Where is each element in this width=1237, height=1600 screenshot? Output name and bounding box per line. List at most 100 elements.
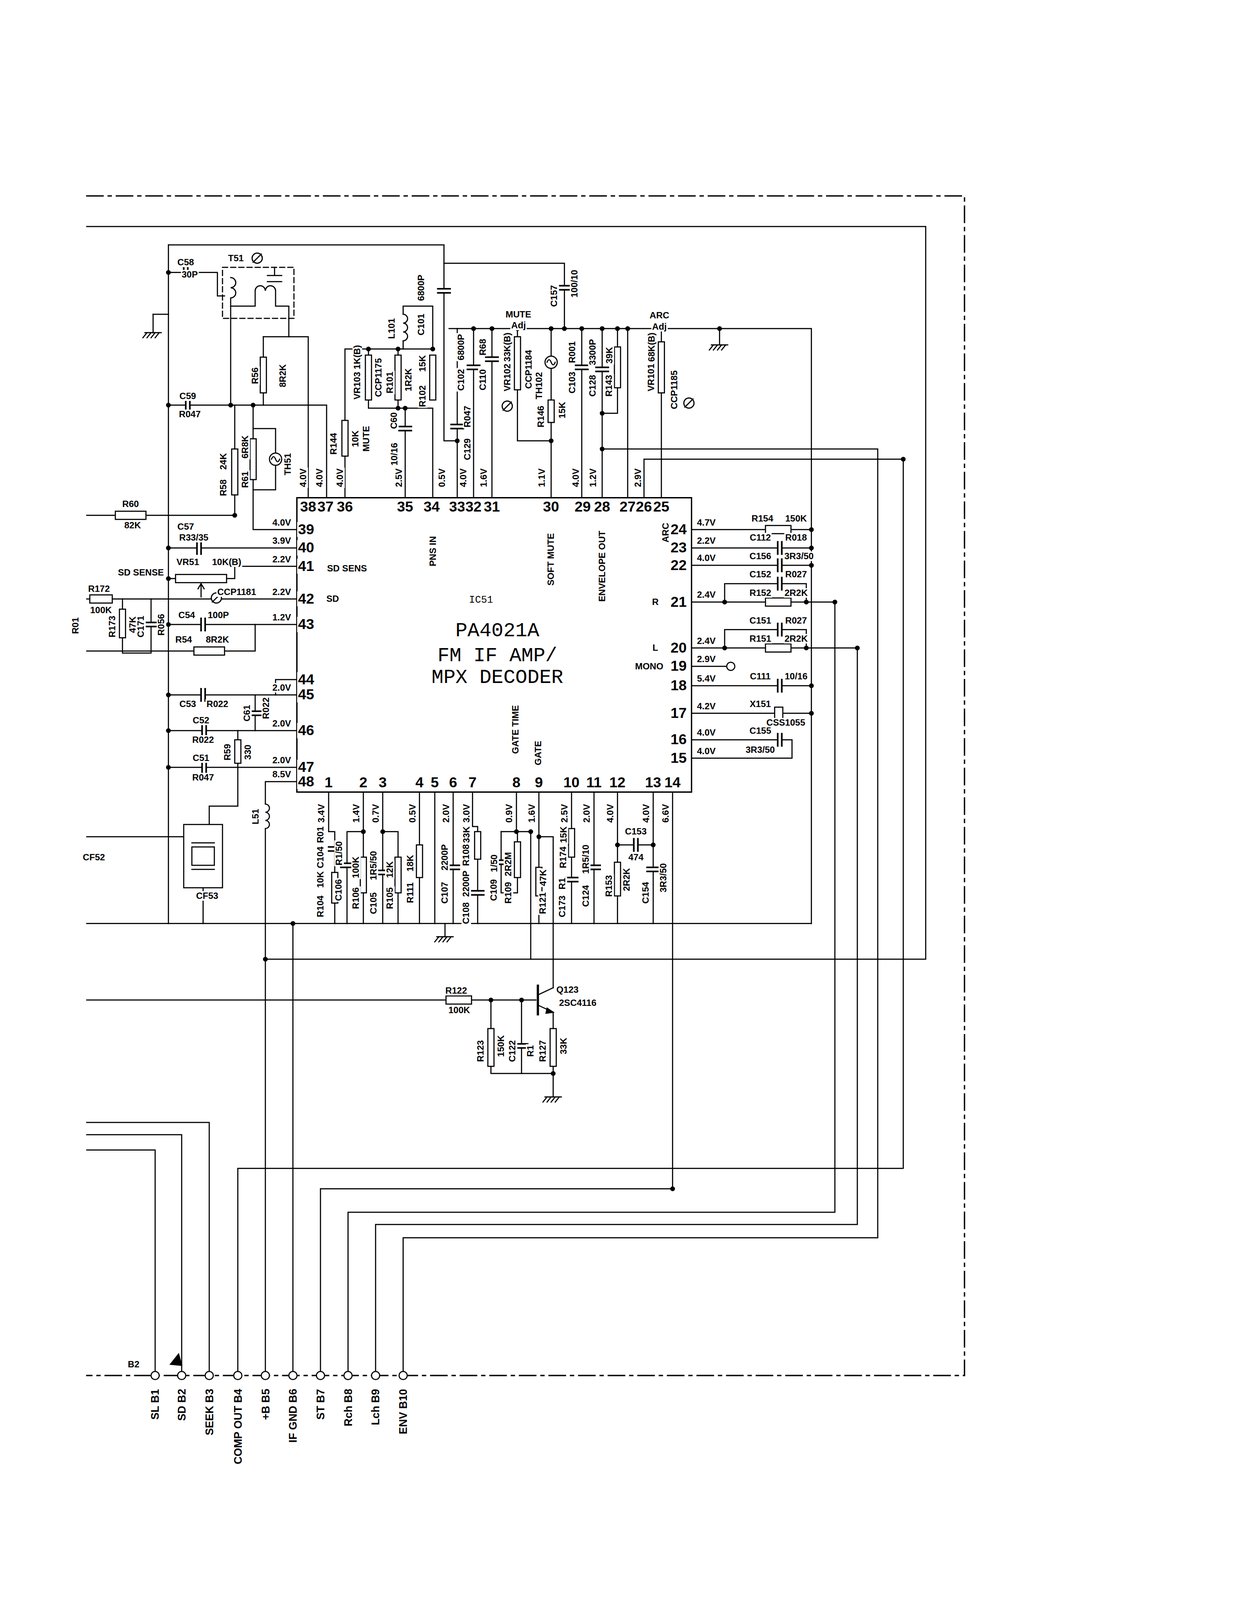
resistor-symbol <box>765 598 792 607</box>
part-label: SOFT MUTE <box>546 532 556 587</box>
wire <box>692 547 812 549</box>
resistor-symbol <box>429 355 436 401</box>
junction-dot <box>549 326 553 331</box>
part-label: 8R2K <box>205 635 230 645</box>
part-label: ENVELOPE OUT <box>597 529 607 603</box>
part-label: C122 <box>507 1039 518 1064</box>
part-label: 4.0V <box>696 553 717 563</box>
part-label: 15K <box>557 400 568 420</box>
part-label: 100P <box>206 610 230 621</box>
part-label: 2.0V <box>441 803 451 824</box>
junction-dot <box>809 546 814 550</box>
adjuster-symbol <box>684 398 695 409</box>
wire <box>375 648 858 1372</box>
junction-dot <box>166 546 171 550</box>
wire <box>627 328 629 498</box>
part-label: 1R5/10 <box>581 843 591 876</box>
pin-number: 34 <box>422 499 441 515</box>
part-label: 10K(B) <box>211 557 243 568</box>
part-label: R144 <box>328 432 339 456</box>
capacitor-gap <box>200 617 206 632</box>
wire <box>168 624 296 626</box>
wire <box>237 459 904 1373</box>
part-label: 2.0V <box>271 718 293 729</box>
pin-number: 19 <box>669 658 688 675</box>
part-label: R173 <box>107 615 118 639</box>
pin-number: 3 <box>377 775 388 791</box>
part-label: 6R8K <box>240 434 250 460</box>
capacitor-symbol <box>399 426 412 431</box>
part-label: C124 <box>581 884 591 909</box>
junction-dot <box>361 830 366 834</box>
resistor-symbol <box>547 400 555 423</box>
part-label: R047 <box>178 409 202 420</box>
junction-dot <box>809 528 814 532</box>
junction-dot <box>228 403 233 407</box>
part-label: 1.6V <box>479 467 489 488</box>
resistor-symbol <box>514 337 521 391</box>
wire <box>168 547 296 549</box>
connector-pin <box>371 1371 380 1380</box>
wire <box>86 514 235 516</box>
connector-label: Rch B8 <box>342 1388 354 1428</box>
wire <box>253 405 297 530</box>
part-label: C53 <box>178 699 198 709</box>
resistor-symbol <box>249 439 257 480</box>
connector-pin <box>261 1371 270 1380</box>
wire <box>449 328 812 925</box>
part-label: VR101 <box>646 362 656 393</box>
part-label: R027 <box>784 569 808 580</box>
wire <box>452 792 454 924</box>
part-label: GATE TIME <box>510 704 521 755</box>
junction-dot <box>722 600 727 604</box>
part-label: 3300P <box>588 337 598 367</box>
junction-dot <box>625 326 630 331</box>
ground-symbol <box>142 332 162 338</box>
thermistor-wave <box>547 359 556 365</box>
junction-dot <box>489 326 494 331</box>
resistor-symbol <box>360 857 367 894</box>
adjuster-slot <box>503 402 512 411</box>
part-label: R018 <box>784 532 808 543</box>
part-label: C154 <box>641 881 651 905</box>
capacitor-symbol <box>145 622 158 627</box>
part-label: R54 <box>174 635 194 645</box>
capacitor-symbol <box>202 761 207 774</box>
part-label: 2.9V <box>633 467 643 488</box>
part-label: R172 <box>87 584 111 594</box>
wire <box>168 405 327 498</box>
part-label: 1.4V <box>351 803 362 824</box>
wire <box>168 730 296 732</box>
resistor-symbol <box>342 420 349 457</box>
part-label: R68 <box>478 337 488 357</box>
wire <box>153 313 169 315</box>
part-label: R174 <box>558 845 568 870</box>
part-label: 100/10 <box>569 268 580 299</box>
junction-dot <box>579 326 584 331</box>
pin-number: 47 <box>297 759 316 776</box>
part-label: R105 <box>385 886 395 910</box>
junction-dot <box>166 270 171 275</box>
pin-number: 46 <box>297 723 316 739</box>
part-label: C60 <box>389 411 399 431</box>
pin-number: 40 <box>297 540 316 556</box>
part-label: CCP1185 <box>669 369 680 411</box>
capacitor-gap <box>777 558 783 573</box>
resistor-symbol <box>568 828 575 858</box>
adjuster-symbol <box>502 400 513 412</box>
part-label: 3.0V <box>461 803 472 824</box>
part-label: C109 <box>488 878 499 902</box>
part-label: 4.0V <box>641 803 651 824</box>
part-label: PNS IN <box>427 535 438 568</box>
part-label: 4.0V <box>335 467 345 488</box>
part-label: R60 <box>121 499 141 509</box>
capacitor-symbol <box>777 679 783 693</box>
pin-number: 41 <box>297 558 316 575</box>
connector-pin <box>288 1371 298 1380</box>
part-label: R1 <box>525 1044 536 1059</box>
junction-dot <box>528 830 533 834</box>
wire <box>265 782 297 960</box>
wire <box>530 831 532 960</box>
junction-dot <box>430 347 435 351</box>
